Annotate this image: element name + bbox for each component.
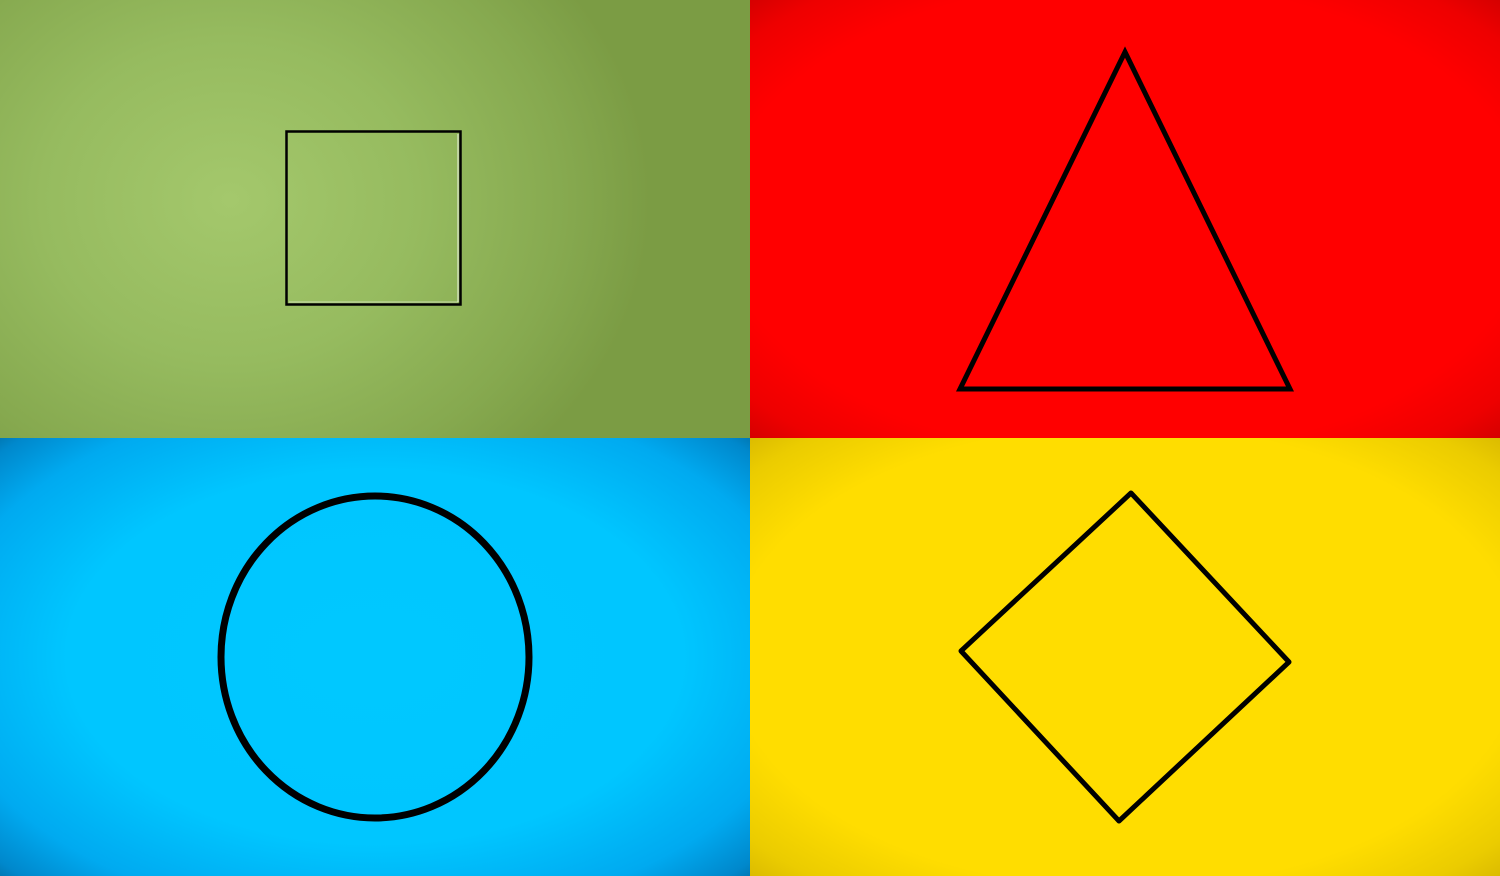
circle-canvas <box>217 492 533 822</box>
square-canvas <box>285 130 462 306</box>
blue-panel <box>0 438 750 876</box>
triangle-canvas <box>955 46 1295 392</box>
yellow-panel <box>750 438 1500 876</box>
circle-shape <box>217 492 533 822</box>
diamond-canvas <box>958 490 1292 824</box>
red-panel <box>750 0 1500 438</box>
square-shape <box>285 130 462 306</box>
diamond-shape <box>958 490 1292 824</box>
green-panel <box>0 0 750 438</box>
triangle-shape <box>955 46 1295 392</box>
